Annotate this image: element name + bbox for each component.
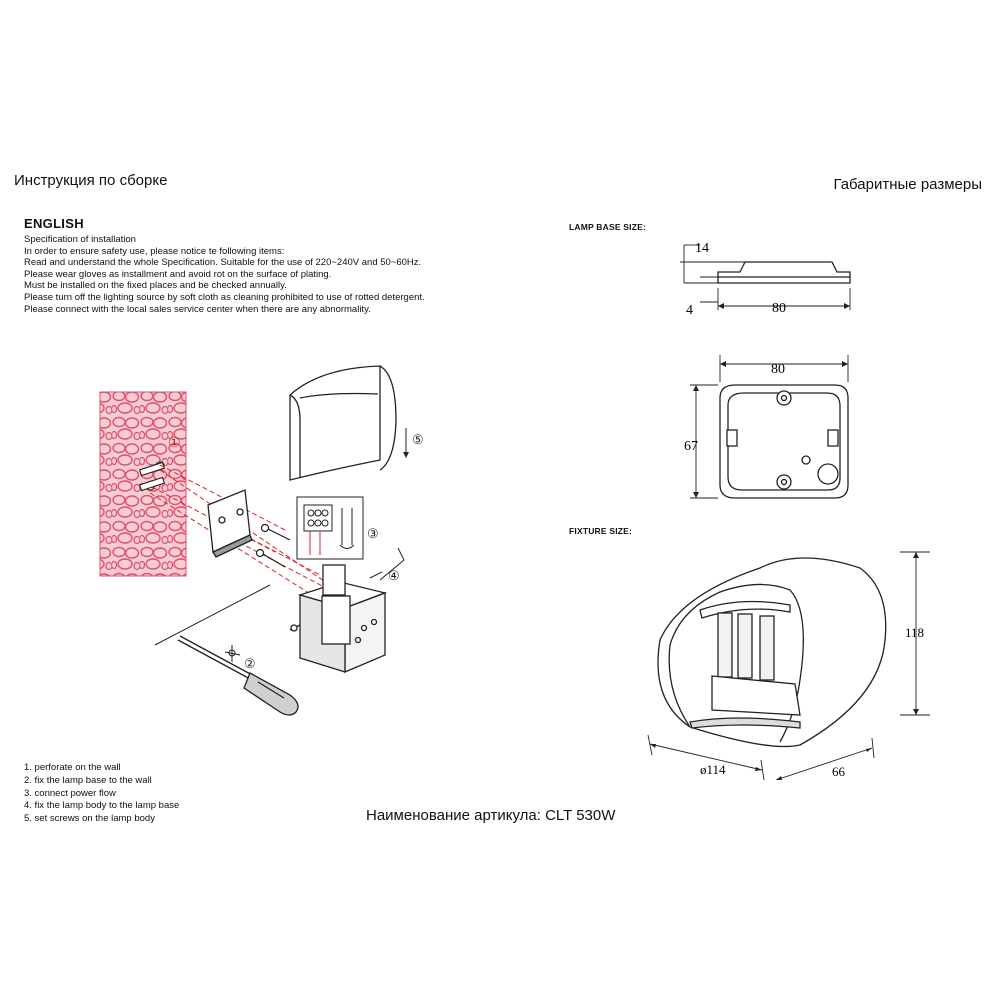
step-item: 5. set screws on the lamp body <box>24 813 155 825</box>
guide-line <box>154 584 271 646</box>
dimensions-title: Габаритные размеры <box>833 176 982 193</box>
dim-fixture-height: 118 <box>905 625 924 640</box>
step-marker-5: ⑤ <box>412 432 424 447</box>
dim-base-depth-top: 67 <box>684 439 698 454</box>
mounting-plate <box>207 489 253 558</box>
wall-plugs <box>138 461 166 492</box>
fixture-size-label: FIXTURE SIZE: <box>569 526 633 536</box>
step-marker-2: ② <box>244 656 256 671</box>
english-heading: ENGLISH <box>24 216 84 231</box>
screwdriver <box>177 635 299 716</box>
assembly-steps: 1. perforate on the wall 2. fix the lamp… <box>24 762 179 826</box>
lamp-base-side-view: 14 4 80 <box>680 241 851 318</box>
dim-base-height: 14 <box>695 241 709 256</box>
shell-arrow-head <box>403 452 409 458</box>
step-item: 1. perforate on the wall <box>24 762 121 773</box>
step-item: 3. connect power flow <box>24 787 116 799</box>
spec-line: In order to ensure safety use, please no… <box>24 245 285 257</box>
dim-base-foot: 4 <box>686 303 693 318</box>
wall-screws <box>255 523 291 568</box>
lamp-base-size-label: LAMP BASE SIZE: <box>569 222 646 232</box>
terminal-block <box>296 496 364 560</box>
dim-fixture-depth: 66 <box>832 764 846 779</box>
article-name: Наименование артикула: CLT 530W <box>366 807 616 824</box>
step-marker-4: ④ <box>388 568 400 583</box>
spec-line: Specification of installation <box>24 234 136 245</box>
assembly-instruction-title: Инструкция по сборке <box>14 172 168 189</box>
lamp-base <box>289 564 388 673</box>
spec-line: Read and understand the whole Specificat… <box>24 257 422 269</box>
hex-key <box>369 547 405 581</box>
spec-line: Please connect with the local sales serv… <box>24 303 371 315</box>
screw-detail <box>224 645 241 662</box>
dim-base-width-side: 80 <box>772 301 786 316</box>
dim-fixture-diameter: ø114 <box>700 762 726 777</box>
dim-base-width-top: 80 <box>771 362 785 377</box>
step-marker-1: ① <box>168 436 181 451</box>
fixture-view: 118 ø114 66 <box>647 551 930 780</box>
spec-line: Must be installed on the fixed places an… <box>24 280 287 292</box>
step-marker-3: ③ <box>367 526 379 541</box>
lamp-base-top-view: 80 67 <box>684 355 849 499</box>
step-item: 4. fix the lamp body to the lamp base <box>24 800 180 812</box>
specification-text: Specification of installation In order t… <box>24 234 425 315</box>
step-item: 2. fix the lamp base to the wall <box>24 774 152 786</box>
spec-line: Please wear gloves as installment and av… <box>24 268 332 280</box>
lamp-shell <box>289 365 397 481</box>
installation-diagram: ① ⑤ ③ <box>99 365 424 716</box>
spec-line: Please turn off the lighting source by s… <box>24 291 425 303</box>
